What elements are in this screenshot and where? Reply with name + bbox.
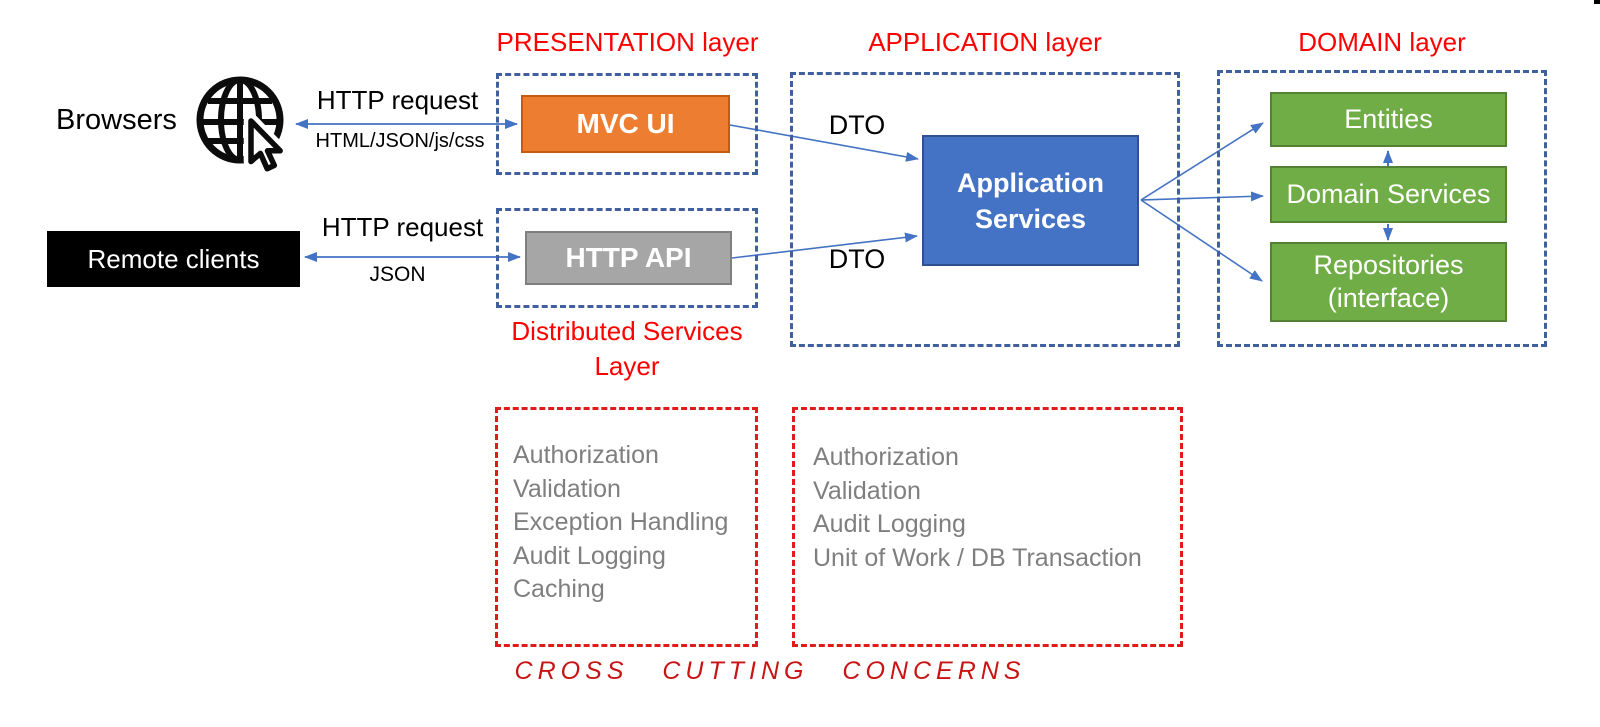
application-services-label-line2: Services: [974, 203, 1087, 234]
browsers-response-label: HTML/JSON/js/css: [315, 130, 485, 152]
application-layer-box: [790, 72, 1180, 347]
presentation-layer-box: [496, 73, 758, 175]
corner-artifact: [1594, 0, 1600, 4]
distributed-services-title-line2: Layer: [594, 351, 660, 381]
distributed-services-title-line1: Distributed Services: [511, 316, 743, 346]
application-services-label-line1: Application: [957, 167, 1104, 198]
concern-item: Audit Logging: [813, 510, 966, 538]
application-services-node: Application Services: [922, 135, 1139, 266]
dto-label-top: DTO: [828, 110, 886, 140]
concern-item: Validation: [513, 474, 621, 503]
mvc-ui-label: MVC UI: [576, 108, 675, 139]
repositories-label-line2: (interface): [1327, 283, 1450, 313]
concern-item: Authorization: [813, 443, 959, 471]
domain-layer-box: [1217, 70, 1547, 347]
repositories-node: Repositories (interface): [1270, 242, 1507, 322]
remote-request-label: HTTP request: [321, 212, 484, 242]
domain-layer-title: DOMAIN layer: [1298, 27, 1466, 57]
http-api-label: HTTP API: [565, 242, 692, 273]
concern-item: Validation: [813, 476, 921, 505]
remote-clients-label: Remote clients: [87, 243, 260, 274]
entities-label: Entities: [1344, 104, 1433, 134]
cross-cutting-box-application: Authorization Validation Audit Logging U…: [792, 407, 1183, 647]
concern-item: Caching: [513, 575, 605, 603]
presentation-layer-title: PRESENTATION layer: [496, 27, 759, 57]
http-api-node: HTTP API: [525, 231, 732, 285]
remote-clients-node: Remote clients: [47, 231, 300, 287]
cross-cutting-caption: CROSS CUTTING CONCERNS: [514, 657, 1026, 685]
concern-item: Exception Handling: [513, 508, 729, 536]
browsers-label: Browsers: [56, 104, 177, 136]
concern-item: Authorization: [513, 441, 659, 469]
remote-response-label: JSON: [369, 263, 426, 286]
application-layer-title: APPLICATION layer: [868, 27, 1102, 57]
concern-item: Audit Logging: [513, 541, 666, 570]
distributed-services-layer-box: [496, 208, 758, 308]
cross-cutting-box-presentation: Authorization Validation Exception Handl…: [495, 407, 758, 647]
mvc-ui-node: MVC UI: [521, 95, 730, 153]
dto-label-bottom: DTO: [828, 244, 886, 274]
concern-item: Unit of Work / DB Transaction: [813, 543, 1142, 572]
domain-services-label: Domain Services: [1286, 179, 1491, 209]
repositories-label-line1: Repositories: [1313, 250, 1464, 280]
globe-cursor-icon: [190, 70, 305, 178]
browsers-request-label: HTTP request: [316, 85, 479, 115]
entities-node: Entities: [1270, 92, 1507, 147]
domain-services-node: Domain Services: [1270, 166, 1507, 223]
